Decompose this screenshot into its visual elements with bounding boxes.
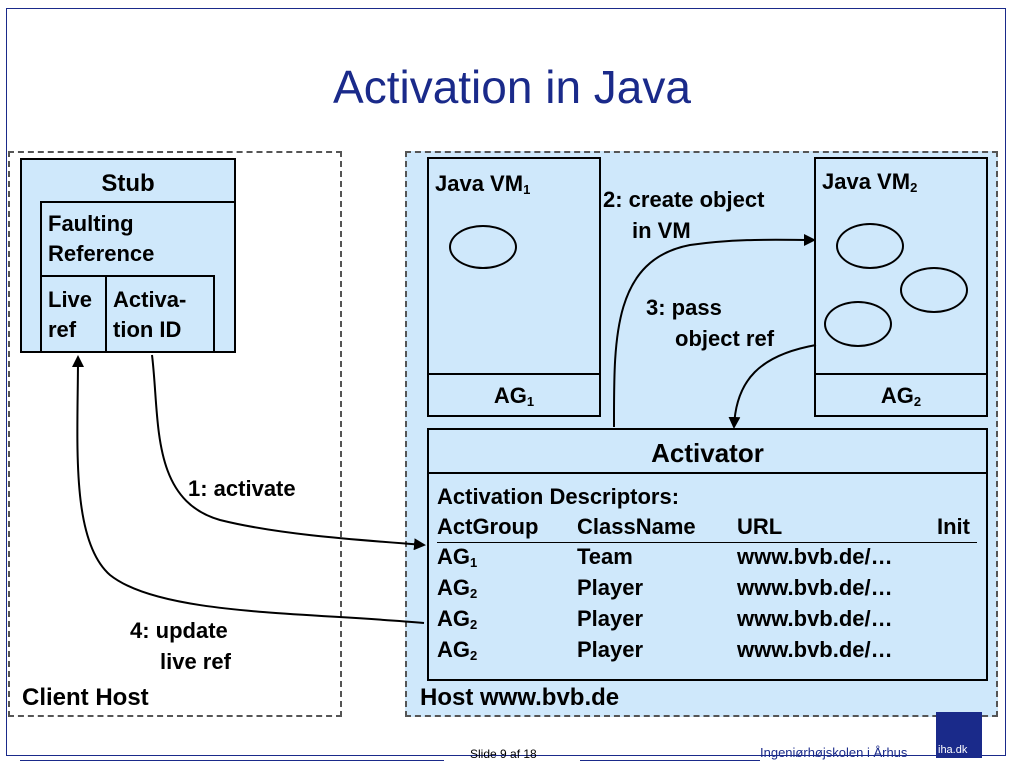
header-url: URL	[737, 514, 783, 539]
row-group: AG2	[437, 606, 478, 632]
activation-id-box: Activa- tion ID	[105, 275, 215, 353]
slide-title: Activation in Java	[333, 61, 691, 113]
header-classname: ClassName	[577, 514, 696, 539]
object-ellipse	[824, 301, 892, 347]
descriptor-header-row: ActGroup ClassName URL Init	[437, 512, 977, 543]
row-group: AG2	[437, 575, 478, 601]
row-class: Player	[577, 575, 644, 600]
row-class: Player	[577, 637, 644, 662]
row-class: Player	[577, 606, 644, 631]
activator-title: Activator	[651, 438, 764, 468]
activation-id-line1: Activa-	[113, 287, 187, 312]
faulting-reference-line2: Reference	[48, 241, 155, 266]
activator-divider	[429, 472, 986, 474]
header-init: Init	[937, 514, 970, 539]
step-activate-label: 1: activate	[188, 476, 296, 501]
step-pass-label-line2: object ref	[675, 326, 775, 351]
ag2-label: AG2	[880, 383, 922, 409]
header-actgroup: ActGroup	[437, 514, 539, 539]
footer-divider-right	[580, 760, 760, 761]
live-ref-box: Live ref	[40, 275, 107, 353]
iha-logo: iha.dk	[936, 712, 982, 758]
slide-frame	[6, 8, 1006, 756]
step-create-label-line2: in VM	[632, 218, 691, 243]
pass-ref-arrow	[728, 344, 817, 429]
row-group: AG2	[437, 637, 478, 663]
activate-arrow	[151, 354, 426, 551]
descriptor-row: AG2 Player www.bvb.de/…	[437, 573, 977, 603]
activator-box: Activator Activation Descriptors: ActGro…	[427, 428, 988, 681]
ag1-box: AG1	[427, 373, 601, 417]
footer-slide-label: Slide 9 af 18	[470, 747, 537, 761]
client-host-box	[8, 151, 342, 717]
java-vm1-label: Java VM1	[435, 171, 531, 197]
update-arrow	[71, 355, 425, 624]
object-ellipse	[449, 225, 517, 269]
step-update-label-line1: 4: update	[130, 618, 228, 643]
stub-title: Stub	[101, 170, 155, 197]
footer-institution: Ingeniørhøjskolen i Århus	[760, 745, 908, 760]
logo-text: iha.dk	[938, 744, 968, 756]
step-pass-label-line1: 3: pass	[646, 295, 722, 320]
row-url: www.bvb.de/…	[737, 606, 893, 631]
activation-id-line2: tion ID	[113, 317, 182, 342]
step-create-label-line1: 2: create object	[603, 187, 765, 212]
client-host-label: Client Host	[22, 684, 149, 711]
footer-divider-left	[20, 760, 444, 761]
ag1-label: AG1	[493, 383, 535, 409]
row-url: www.bvb.de/…	[737, 544, 893, 569]
row-url: www.bvb.de/…	[737, 637, 893, 662]
row-class: Team	[577, 544, 633, 569]
row-group: AG1	[437, 544, 478, 570]
live-ref-line1: Live	[48, 287, 93, 312]
object-ellipse	[836, 223, 904, 269]
server-host-box	[405, 151, 998, 717]
descriptors-label: Activation Descriptors:	[437, 484, 680, 509]
live-ref-line2: ref	[48, 317, 77, 342]
descriptor-row: AG2 Player www.bvb.de/…	[437, 635, 977, 665]
descriptor-row: AG2 Player www.bvb.de/…	[437, 604, 977, 634]
step-update-label-line2: live ref	[160, 649, 231, 674]
java-vm2-label: Java VM2	[822, 169, 918, 195]
descriptor-row: AG1 Team www.bvb.de/…	[437, 542, 977, 572]
ag2-box: AG2	[814, 373, 988, 417]
create-object-arrow	[612, 233, 816, 428]
row-url: www.bvb.de/…	[737, 575, 893, 600]
faulting-reference-line1: Faulting	[48, 211, 134, 236]
object-ellipse	[900, 267, 968, 313]
server-host-label: Host www.bvb.de	[420, 684, 620, 711]
